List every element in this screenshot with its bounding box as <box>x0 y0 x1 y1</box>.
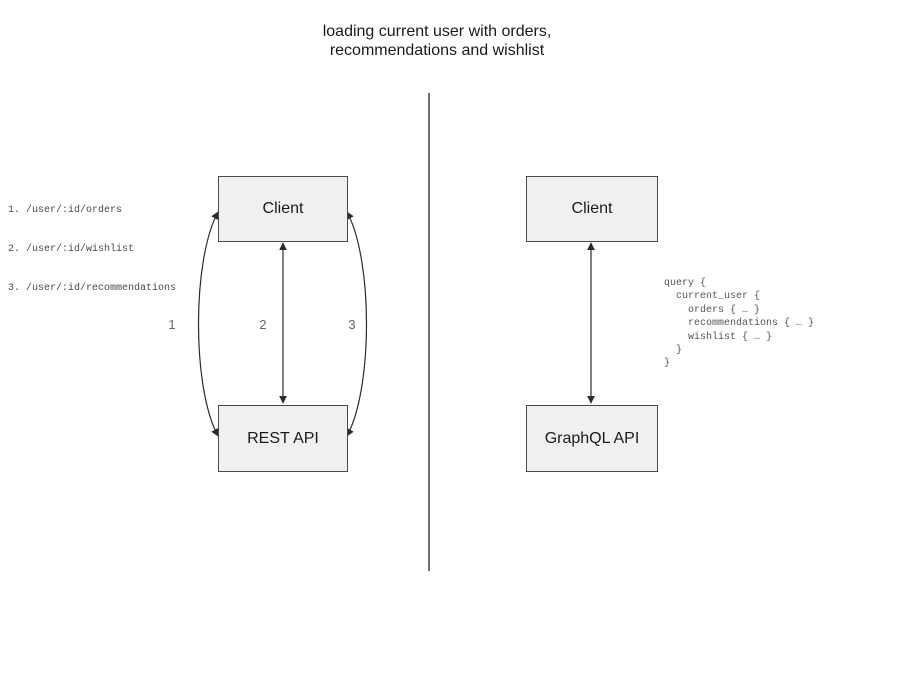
arrow-label-2: 2 <box>259 317 267 332</box>
rest-endpoint-wishlist: 2. /user/:id/wishlist <box>8 244 135 255</box>
rest-arrow-1-curve <box>197 211 219 437</box>
rest-endpoint-list: 1. /user/:id/orders 2. /user/:id/wishlis… <box>8 178 176 321</box>
rest-api-label: REST API <box>247 429 319 447</box>
graphql-query-code: query { current_user { orders { … } reco… <box>664 278 815 370</box>
graphql-client-label: Client <box>571 200 613 217</box>
title-line-2: recommendations and wishlist <box>329 42 545 59</box>
arrow-label-1: 1 <box>168 317 176 332</box>
graphql-api-label: GraphQL API <box>544 429 640 447</box>
graphql-client-box: Client <box>526 176 658 242</box>
rest-endpoint-recommendations: 3. /user/:id/recommendations <box>8 283 177 294</box>
diagram-title: loading current user with orders, recomm… <box>237 22 637 60</box>
arrow-label-3: 3 <box>348 317 356 332</box>
rest-endpoint-orders: 1. /user/:id/orders <box>8 205 123 216</box>
graphql-api-box: GraphQL API <box>526 405 658 472</box>
panel-divider <box>428 93 430 571</box>
rest-client-box: Client <box>218 176 348 242</box>
title-line-1: loading current user with orders, <box>322 23 552 40</box>
rest-api-box: REST API <box>218 405 348 472</box>
rest-client-label: Client <box>262 200 304 217</box>
